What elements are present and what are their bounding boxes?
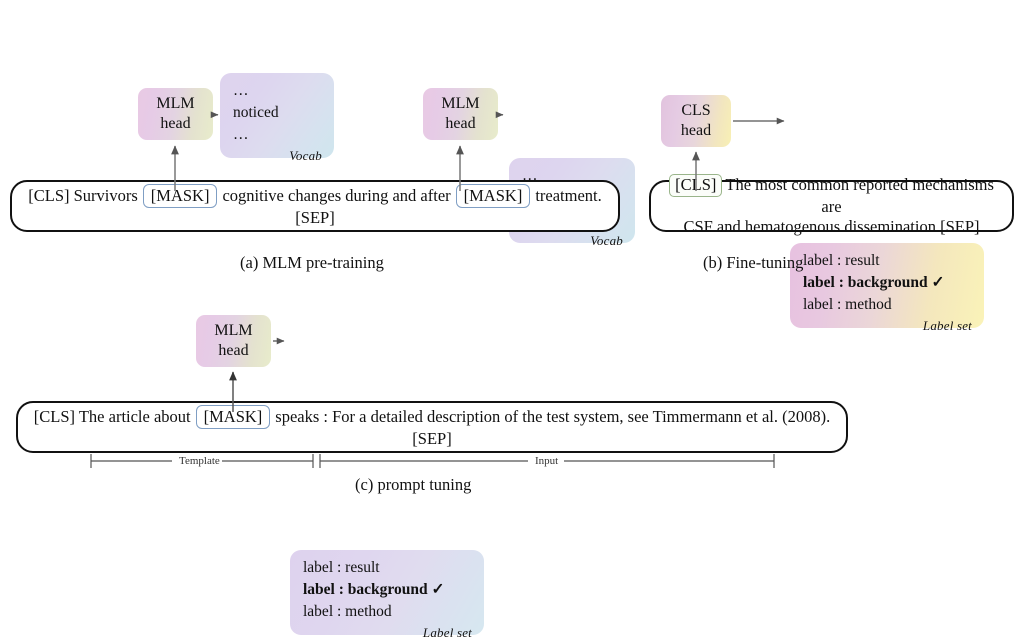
sentence-segment: speaks : For a detailed description of t…: [275, 406, 831, 449]
caption-c: (c) prompt tuning: [355, 475, 472, 494]
vocab-word: noticed: [233, 104, 279, 121]
mask-token-2[interactable]: [MASK]: [455, 183, 531, 209]
labelset-panel-c: label : result label : background ✓ labe…: [290, 550, 484, 640]
mlm-head-box-a2: MLM head: [423, 88, 498, 140]
mlm-head-line1: MLM: [214, 321, 253, 339]
caption-a: (a) MLM pre-training: [240, 253, 384, 272]
figure-root: MLM head … noticed … Vocab MLM head … ch…: [10, 73, 1014, 640]
cls-token[interactable]: [CLS]: [669, 174, 723, 197]
vocab-panel-a1: … noticed … Vocab: [220, 73, 334, 163]
span-label-template: Template: [175, 455, 224, 467]
sentence-segment: cognitive changes during and after: [222, 185, 451, 205]
vocab-bottom-ellipsis: …: [233, 126, 251, 143]
mask-token-1[interactable]: [MASK]: [142, 183, 218, 209]
labelset-row-2: label : background ✓: [303, 581, 445, 598]
labelset-row-3: label : method: [303, 603, 392, 620]
sentence-segment: [CLS] The article about: [33, 406, 191, 426]
mlm-head-line2: head: [445, 115, 476, 132]
caption-b: (b) Fine-tuning: [703, 253, 804, 272]
cls-head-line1: CLS: [681, 101, 711, 119]
vocab-tag: Vocab: [289, 148, 322, 163]
mask-token[interactable]: [MASK]: [195, 404, 271, 430]
mlm-head-line1: MLM: [156, 94, 195, 112]
labelset-row-1: label : result: [803, 252, 880, 269]
sentence-line-2: CSF and hematogenous dissemination.[SEP]: [683, 217, 980, 237]
vocab-top-ellipsis: …: [233, 82, 251, 99]
sentence-box-a: [CLS] Survivors[MASK]cognitive changes d…: [10, 180, 620, 232]
sentence-box-b: [CLS]The most common reported mechanisms…: [649, 174, 1014, 236]
mlm-head-line1: MLM: [441, 94, 480, 112]
mlm-head-box-c: MLM head: [196, 315, 271, 367]
sentence-box-c: [CLS] The article about[MASK]speaks : Fo…: [16, 401, 848, 453]
sentence-line-1: The most common reported mechanisms are: [725, 175, 994, 216]
mlm-head-box-a1: MLM head: [138, 88, 213, 140]
mlm-head-line2: head: [218, 342, 249, 359]
labelset-panel-b: label : result label : background ✓ labe…: [790, 243, 984, 333]
sentence-line-1-wrap: [CLS]The most common reported mechanisms…: [665, 174, 998, 217]
span-label-input: Input: [531, 455, 563, 467]
labelset-tag: Label set: [922, 318, 972, 333]
sentence-segment: [CLS] Survivors: [28, 185, 138, 205]
cls-head-line2: head: [680, 122, 712, 139]
labelset-row-3: label : method: [803, 296, 892, 313]
cls-head-box-b: CLS head: [661, 95, 731, 147]
vocab-top-ellipsis: …: [522, 167, 540, 184]
labelset-tag: Label set: [422, 625, 472, 640]
labelset-row-1: label : result: [303, 559, 380, 576]
vocab-tag: Vocab: [590, 233, 623, 248]
labelset-row-2: label : background ✓: [803, 274, 945, 291]
mlm-head-line2: head: [160, 115, 191, 132]
sentence-segment: treatment.[SEP]: [295, 185, 602, 228]
